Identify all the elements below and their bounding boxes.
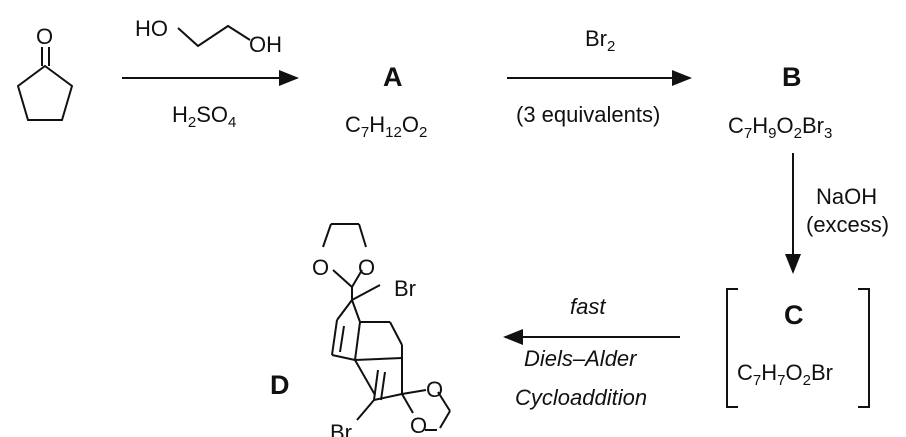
compound-c-formula: C7H7O2Br	[737, 360, 833, 389]
compound-b-label: B	[782, 62, 802, 92]
compound-a-formula: C7H12O2	[345, 112, 428, 141]
reagent-sodium-hydroxide-excess: (excess)	[806, 212, 890, 237]
cyclopentanone-oxygen: O	[36, 24, 53, 49]
reagent-sodium-hydroxide: NaOH	[816, 184, 878, 209]
reagent-bromine: Br2	[585, 26, 616, 55]
compound-a-label: A	[383, 62, 403, 92]
d-oxygen-3: O	[426, 377, 443, 402]
reagent-ethylene-glycol-oh: OH	[249, 32, 282, 57]
reagent-sulfuric-acid: H2SO4	[172, 102, 237, 131]
compound-d-label: D	[270, 370, 290, 400]
d-oxygen-1: O	[312, 255, 329, 280]
condition-fast: fast	[570, 294, 606, 319]
reagent-bromine-equivalents: (3 equivalents)	[516, 102, 661, 127]
d-oxygen-4: O	[410, 413, 427, 437]
compound-c-label: C	[784, 300, 804, 330]
bracket-left	[726, 288, 738, 408]
d-oxygen-2: O	[358, 255, 375, 280]
cyclopentanone-structure	[16, 47, 74, 121]
condition-cycloaddition: Cycloaddition	[515, 385, 648, 410]
product-d-structure	[322, 223, 451, 431]
compound-b-formula: C7H9O2Br3	[728, 113, 833, 142]
reagent-ethylene-glycol-ho: HO	[135, 16, 168, 41]
d-bromine-2: Br	[330, 420, 352, 437]
d-bromine-1: Br	[394, 276, 416, 301]
ethylene-glycol-structure	[177, 24, 251, 48]
bracket-right	[858, 288, 870, 408]
condition-diels-alder: Diels–Alder	[524, 346, 637, 371]
